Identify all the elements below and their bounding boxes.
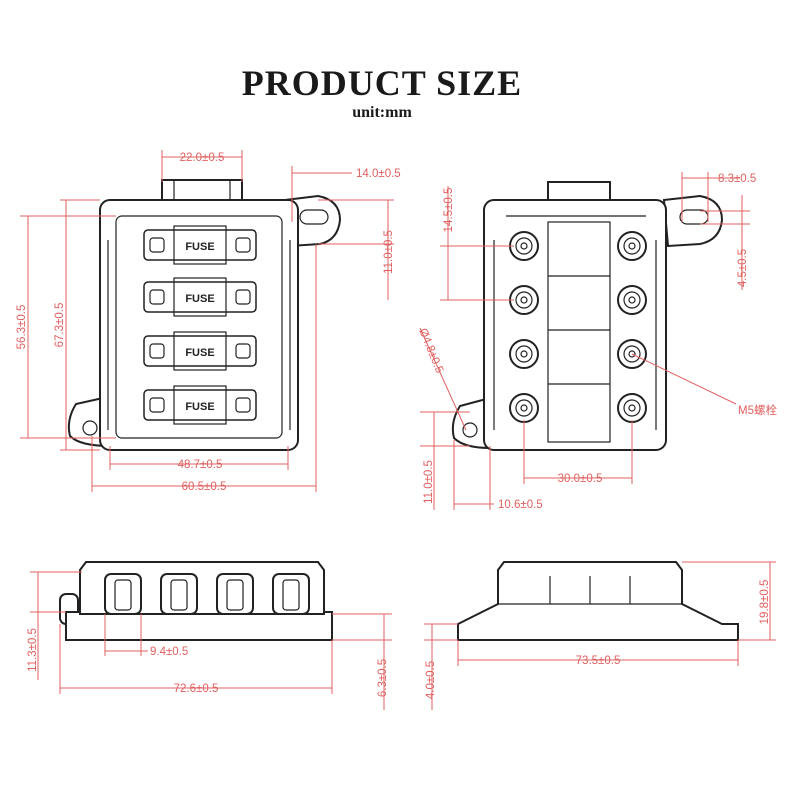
bolt-stud bbox=[617, 285, 647, 315]
dim-base-thickness: 6.3±0.5 bbox=[377, 659, 389, 697]
dim-hole-diameter: Ø4.8±0.5 bbox=[416, 327, 445, 375]
fuse-1: FUSE bbox=[143, 225, 257, 265]
dim-outer-height: 67.3±0.5 bbox=[54, 303, 66, 348]
fuse-label: FUSE bbox=[185, 347, 214, 359]
front-nut bbox=[160, 573, 198, 615]
top-view-dimensions: 22.0±0.5 14.0±0.5 11.0±0.5 56.3±0.5 67.3… bbox=[16, 150, 401, 493]
dim-outer-width: 60.5±0.5 bbox=[182, 481, 227, 493]
front-view-nuts bbox=[104, 573, 310, 615]
bolt-stud bbox=[509, 285, 539, 315]
bolt-stud bbox=[509, 231, 539, 261]
dim-stud-offset: 14.5±0.5 bbox=[443, 188, 455, 233]
dim-base-height: 11.0±0.5 bbox=[423, 460, 435, 504]
dim-stud-pitch: 30.0±0.5 bbox=[558, 473, 603, 485]
bolt-view: 14.5±0.5 8.3±0.5 4.5±0.5 Ø4.8±0.5 M5螺栓 3… bbox=[416, 172, 777, 511]
fuse-label: FUSE bbox=[185, 401, 214, 413]
front-view-base bbox=[65, 611, 333, 641]
front-nut bbox=[104, 573, 142, 615]
fuse-box-body bbox=[99, 199, 299, 451]
fuse-label: FUSE bbox=[185, 241, 214, 253]
dim-nut-width: 9.4±0.5 bbox=[150, 646, 188, 658]
bolt-stud bbox=[617, 231, 647, 261]
top-view: FUSE FUSE FUSE FUSE 22.0± bbox=[16, 150, 401, 493]
dim-inner-width: 48.7±0.5 bbox=[178, 459, 223, 471]
front-nut bbox=[216, 573, 254, 615]
front-view-dimensions: 11.3±0.5 9.4±0.5 72.6±0.5 6.3±0.5 bbox=[27, 571, 392, 710]
fuse-label: FUSE bbox=[185, 293, 214, 305]
bolt-stud bbox=[509, 339, 539, 369]
fuse-4: FUSE bbox=[143, 385, 257, 425]
fuse-3: FUSE bbox=[143, 331, 257, 371]
dim-ear-width: 8.3±0.5 bbox=[718, 173, 756, 185]
bolt-stud bbox=[509, 393, 539, 423]
front-nut bbox=[272, 573, 310, 615]
front-view: 11.3±0.5 9.4±0.5 72.6±0.5 6.3±0.5 bbox=[27, 561, 392, 710]
side-view: 19.8±0.5 73.5±0.5 4.0±0.5 bbox=[424, 561, 776, 710]
center-channel bbox=[547, 221, 611, 443]
bolt-stud bbox=[617, 393, 647, 423]
dim-ear-height: 11.0±0.5 bbox=[383, 230, 395, 274]
bolt-view-ear-hole bbox=[462, 422, 478, 438]
fuse-2: FUSE bbox=[143, 277, 257, 317]
dim-ear-offset: 14.0±0.5 bbox=[356, 168, 401, 180]
dim-base-offset: 10.6±0.5 bbox=[498, 499, 543, 511]
dim-front-length: 72.6±0.5 bbox=[174, 683, 219, 695]
bolt-view-ear-right bbox=[662, 194, 724, 248]
fuse-box-inner bbox=[115, 215, 283, 439]
dim-ear-slot: 4.5±0.5 bbox=[737, 249, 749, 287]
ear-slot-right bbox=[299, 209, 329, 225]
bolt-callout: M5螺栓 bbox=[738, 403, 777, 417]
dim-flange-thickness: 4.0±0.5 bbox=[425, 661, 437, 699]
ear-hole-left bbox=[82, 420, 98, 436]
page-title: PRODUCT SIZE bbox=[241, 63, 523, 103]
bolt-studs bbox=[509, 231, 647, 423]
side-view-dimensions: 19.8±0.5 73.5±0.5 4.0±0.5 bbox=[424, 561, 776, 710]
dim-tab-width: 22.0±0.5 bbox=[180, 152, 225, 164]
bolt-view-body bbox=[483, 199, 667, 451]
unit-label: unit:mm bbox=[352, 104, 412, 121]
side-view-profile bbox=[457, 561, 739, 641]
dim-side-height: 19.8±0.5 bbox=[759, 580, 771, 625]
dim-front-height: 11.3±0.5 bbox=[27, 628, 39, 672]
dim-inner-height: 56.3±0.5 bbox=[16, 305, 28, 350]
dim-side-length: 73.5±0.5 bbox=[576, 655, 621, 667]
